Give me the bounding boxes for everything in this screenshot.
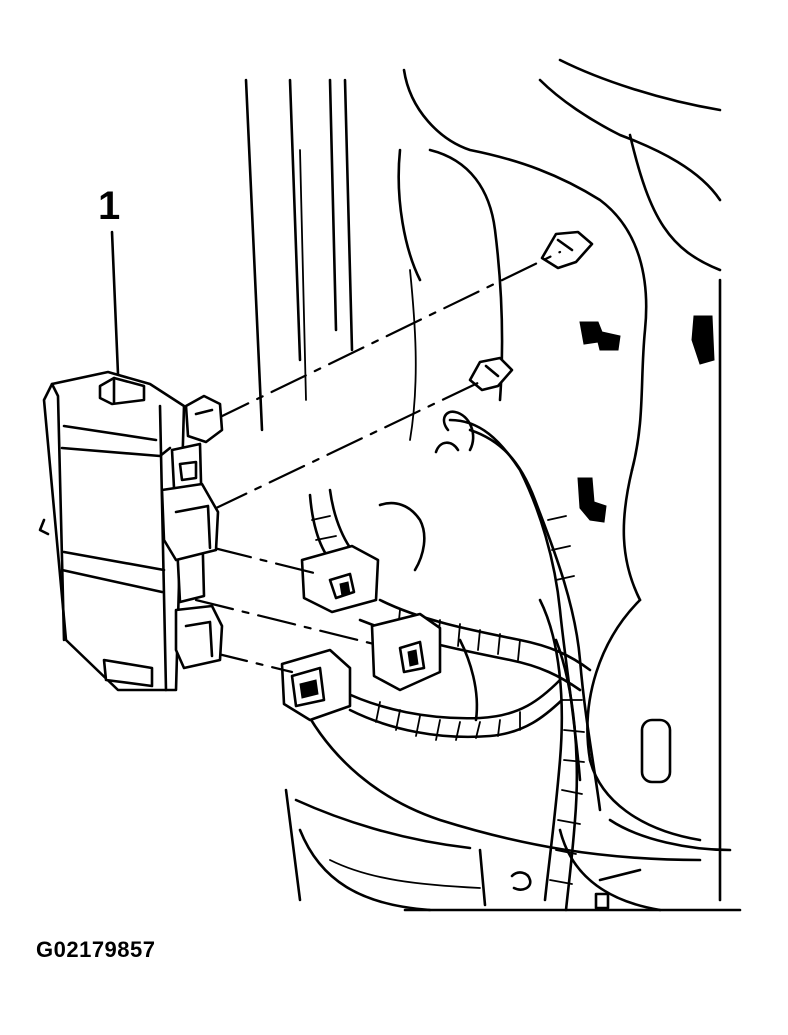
panel-slots: [510, 315, 715, 910]
callout-leader-line: [110, 230, 120, 376]
mounting-clips: [468, 230, 594, 392]
figure-id: G02179857: [36, 937, 156, 962]
callout-label-1: 1: [98, 184, 121, 228]
harness-connectors: [280, 544, 442, 722]
control-module: [38, 370, 224, 692]
installation-leader-lines: [194, 250, 562, 674]
body-panels: [244, 58, 742, 912]
wiring-harness: [308, 410, 602, 912]
